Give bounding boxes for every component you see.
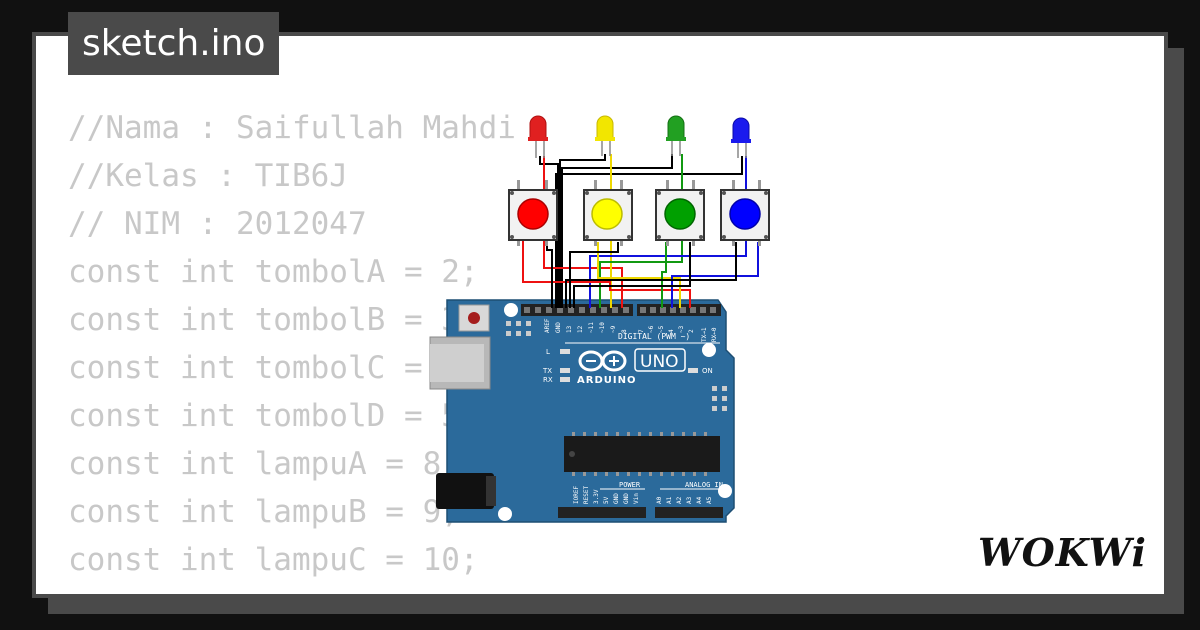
code-line: //Nama : Saifullah Mahdi (68, 110, 516, 146)
board-model: UNO (640, 352, 679, 372)
pin-label: 5V (603, 496, 610, 504)
pushbutton-yellow[interactable] (583, 180, 633, 246)
code-line: const int lampuD = 11; (68, 584, 516, 594)
pin-label: ~11 (588, 322, 595, 333)
pin-label: TX→1 (701, 327, 708, 342)
on-label: ON (702, 367, 713, 375)
code-line: //Kelas : TIB6J (68, 158, 348, 194)
pin-label: ~10 (599, 322, 606, 333)
board-brand: ARDUINO (577, 375, 636, 386)
pin-label: 2 (688, 329, 695, 333)
pin-label: Vin (633, 493, 640, 504)
pin-label: 8 (621, 329, 628, 333)
pin-label: 12 (577, 325, 584, 333)
l-label: L (546, 348, 550, 356)
pin-label: GND (555, 322, 562, 333)
code-line: // NIM : 2012047 (68, 206, 367, 242)
code-line: const int lampuA = 8; (68, 446, 460, 482)
pin-label: RESET (583, 486, 590, 504)
pushbutton-green[interactable] (655, 180, 705, 246)
code-preview: //Nama : Saifullah Mahdi //Kelas : TIB6J… (68, 104, 516, 594)
code-line: const int tombolA = 2; (68, 254, 479, 290)
code-line: const int lampuC = 10; (68, 542, 479, 578)
arduino-logo-icon (578, 350, 627, 372)
pin-label: ~3 (678, 325, 685, 333)
pushbutton-red[interactable] (508, 180, 558, 246)
arduino-uno-board: AREF GND 13 12 ~11 ~10 ~9 8 7 ~6 ~5 4 ~3… (429, 299, 735, 523)
analog-label: ANALOG IN (685, 481, 723, 489)
pin-label: A4 (696, 496, 703, 504)
led-green (666, 115, 686, 156)
pin-label: ~5 (658, 325, 665, 333)
pin-label: ~6 (648, 325, 655, 333)
pin-label: IOREF (573, 486, 580, 504)
led-red (528, 115, 548, 158)
pin-label: A2 (676, 496, 683, 504)
pin-label: ~9 (610, 325, 617, 333)
wokwi-logo-icon: WOKWi (978, 530, 1147, 575)
pushbutton-blue[interactable] (720, 180, 770, 246)
digital-label: DIGITAL (PWM ~) (618, 332, 690, 341)
led-yellow (595, 115, 615, 156)
pin-label: GND (613, 493, 620, 504)
power-label: POWER (619, 481, 641, 489)
pin-label: AREF (544, 318, 551, 333)
pin-label: 3.3V (593, 489, 600, 504)
file-tab[interactable]: sketch.ino (68, 12, 280, 75)
pin-label: A3 (686, 496, 693, 504)
pin-label: RX←0 (711, 327, 718, 342)
tx-label: TX (542, 367, 552, 375)
pin-label: A5 (706, 496, 713, 504)
pin-label: 13 (566, 325, 573, 333)
logo-text: WOKWi (978, 530, 1147, 575)
pin-label: A0 (656, 496, 663, 504)
pin-label: 7 (638, 329, 645, 333)
pin-label: A1 (666, 496, 673, 504)
pin-label: 4 (668, 329, 675, 333)
led-blue (731, 117, 751, 158)
rx-label: RX (543, 376, 553, 384)
code-line: const int lampuB = 9; (68, 494, 460, 530)
pin-label: GND (623, 493, 630, 504)
